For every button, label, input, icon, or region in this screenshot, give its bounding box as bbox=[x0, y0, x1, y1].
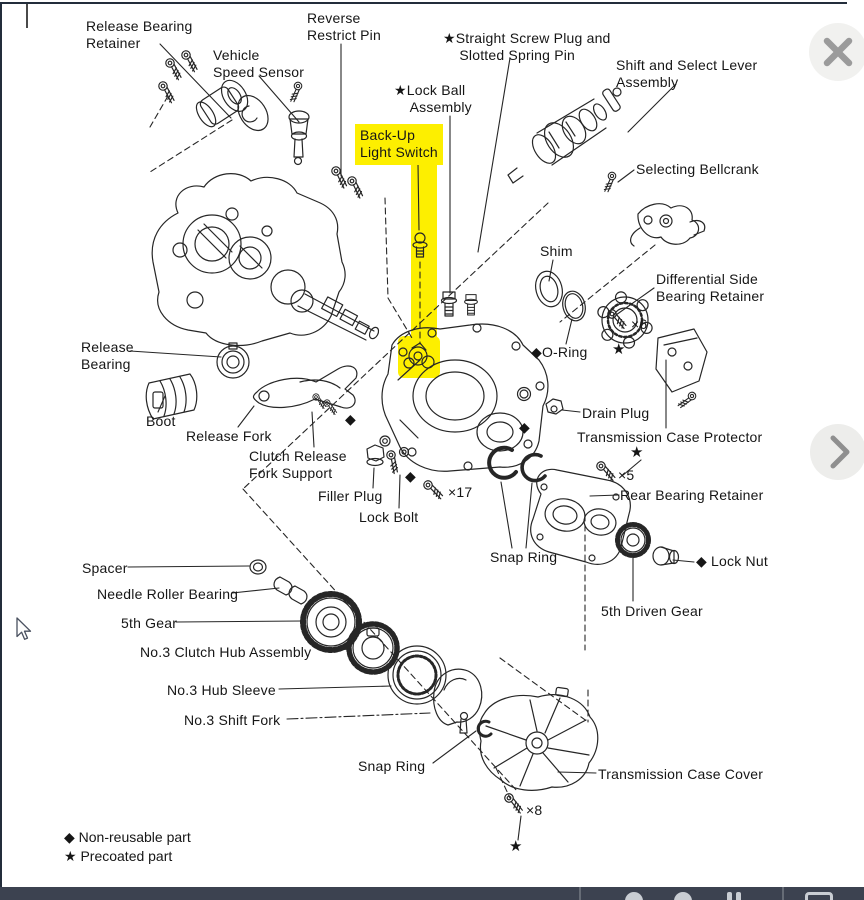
snap-ring-part bbox=[487, 445, 518, 480]
bottom-toolbar bbox=[0, 887, 864, 900]
no3-hub-sleeve-part bbox=[387, 645, 447, 705]
part-label: Reverse Restrict Pin bbox=[307, 10, 381, 43]
release-bearing-retainer-part bbox=[153, 48, 269, 132]
close-icon bbox=[823, 37, 853, 67]
needle-roller-bearing-part bbox=[273, 576, 308, 605]
snap-ring-lower-part bbox=[476, 719, 493, 738]
backup-light-switch-part bbox=[412, 232, 428, 258]
diff-side-bearing-retainer-part bbox=[597, 291, 653, 349]
case-cover-part bbox=[478, 686, 599, 791]
next-button[interactable] bbox=[810, 424, 864, 480]
part-label: Release Fork bbox=[186, 428, 272, 444]
part-label: ◆ Lock Nut bbox=[696, 553, 768, 569]
filler-plug-part bbox=[366, 444, 385, 467]
fifth-driven-gear-part bbox=[615, 522, 651, 558]
quantity-label: ×17 bbox=[448, 484, 473, 500]
part-label: Snap Ring bbox=[490, 549, 558, 565]
circle-glyph-icon[interactable] bbox=[674, 892, 692, 900]
release-bearing-part bbox=[216, 342, 250, 379]
chevron-right-icon bbox=[830, 435, 850, 469]
part-label: Drain Plug bbox=[582, 405, 650, 421]
backup-switch-on-case bbox=[403, 342, 435, 369]
part-label: 5th Gear bbox=[121, 615, 178, 631]
toolbar-divider bbox=[782, 887, 784, 900]
legend-item: ★ Precoated part bbox=[64, 848, 173, 864]
part-label: Release Bearing bbox=[81, 339, 134, 372]
part-label: Shift and Select Lever Assembly bbox=[616, 57, 758, 90]
double-bar-icon[interactable] bbox=[736, 892, 741, 900]
quantity-label: ×5 bbox=[618, 467, 635, 483]
part-label: Spacer bbox=[82, 560, 128, 576]
part-label: No.3 Shift Fork bbox=[184, 712, 281, 728]
case-protector-part bbox=[593, 328, 708, 482]
diamond-marker: ◆ bbox=[345, 411, 356, 427]
star-marker: ★ bbox=[612, 341, 626, 358]
part-label: Shim bbox=[540, 243, 573, 259]
part-label: Boot bbox=[146, 413, 176, 429]
close-button[interactable] bbox=[809, 23, 864, 81]
part-label: No.3 Clutch Hub Assembly bbox=[140, 644, 312, 660]
part-label: 5th Driven Gear bbox=[601, 603, 703, 619]
toolbar-divider bbox=[579, 887, 581, 900]
circle-glyph-icon[interactable] bbox=[625, 892, 643, 900]
legend-item: ◆ Non-reusable part bbox=[64, 829, 191, 845]
part-label: Needle Roller Bearing bbox=[97, 586, 239, 602]
release-fork-part bbox=[252, 365, 358, 409]
part-label: ◆O-Ring bbox=[531, 344, 588, 360]
rounded-square-icon[interactable] bbox=[805, 892, 833, 900]
legend: ◆ Non-reusable part ★ Precoated part bbox=[64, 828, 191, 866]
part-label: ★Straight Screw Plug and Slotted Spring … bbox=[443, 30, 611, 63]
part-label: Release Bearing Retainer bbox=[86, 18, 193, 51]
part-label: Filler Plug bbox=[318, 488, 383, 504]
leader-lines bbox=[127, 43, 695, 841]
o-ring-part bbox=[562, 290, 586, 322]
part-label: Selecting Bellcrank bbox=[636, 161, 759, 177]
lock-nut-part bbox=[652, 546, 680, 566]
transmission-case-part bbox=[381, 323, 549, 472]
page-top-border bbox=[0, 2, 847, 4]
double-bar-icon[interactable] bbox=[727, 892, 732, 900]
spacer-part bbox=[249, 559, 267, 575]
fifth-gear-part bbox=[300, 591, 362, 653]
part-label: Rear Bearing Retainer bbox=[620, 487, 764, 503]
quantity-label: ×8 bbox=[526, 802, 543, 818]
part-label: Back-Up Light Switch bbox=[355, 124, 443, 165]
part-label: Snap Ring bbox=[358, 758, 426, 774]
part-label: Transmission Case Protector bbox=[577, 429, 763, 445]
drain-plug-part bbox=[545, 398, 564, 415]
shift-select-lever-part bbox=[507, 87, 622, 184]
vehicle-speed-sensor-part bbox=[288, 81, 310, 166]
part-label: Transmission Case Cover bbox=[598, 766, 764, 782]
diamond-marker: ◆ bbox=[519, 419, 530, 435]
small-ring-part bbox=[516, 386, 532, 402]
part-label: Lock Bolt bbox=[359, 509, 419, 525]
part-label: Clutch Release Fork Support bbox=[249, 448, 347, 481]
quantity-label: ×6 bbox=[631, 316, 648, 332]
diamond-marker: ◆ bbox=[405, 468, 416, 484]
star-marker: ★ bbox=[509, 838, 523, 855]
part-label: ★Lock Ball Assembly bbox=[394, 82, 472, 115]
page-left-border bbox=[0, 2, 2, 887]
part-label: No.3 Hub Sleeve bbox=[167, 682, 276, 698]
part-label: Vehicle Speed Sensor bbox=[213, 47, 305, 80]
selecting-bellcrank-part bbox=[603, 171, 706, 247]
shim-part bbox=[535, 270, 563, 308]
page-corner-tick bbox=[26, 4, 28, 28]
no3-clutch-hub-part bbox=[346, 621, 400, 675]
boot-part bbox=[145, 373, 198, 420]
no3-shift-fork-part bbox=[433, 668, 483, 734]
star-marker: ★ bbox=[630, 444, 644, 461]
part-label: Differential Side Bearing Retainer bbox=[656, 271, 765, 304]
mouse-cursor bbox=[16, 617, 32, 640]
gearbox-part bbox=[151, 173, 380, 346]
